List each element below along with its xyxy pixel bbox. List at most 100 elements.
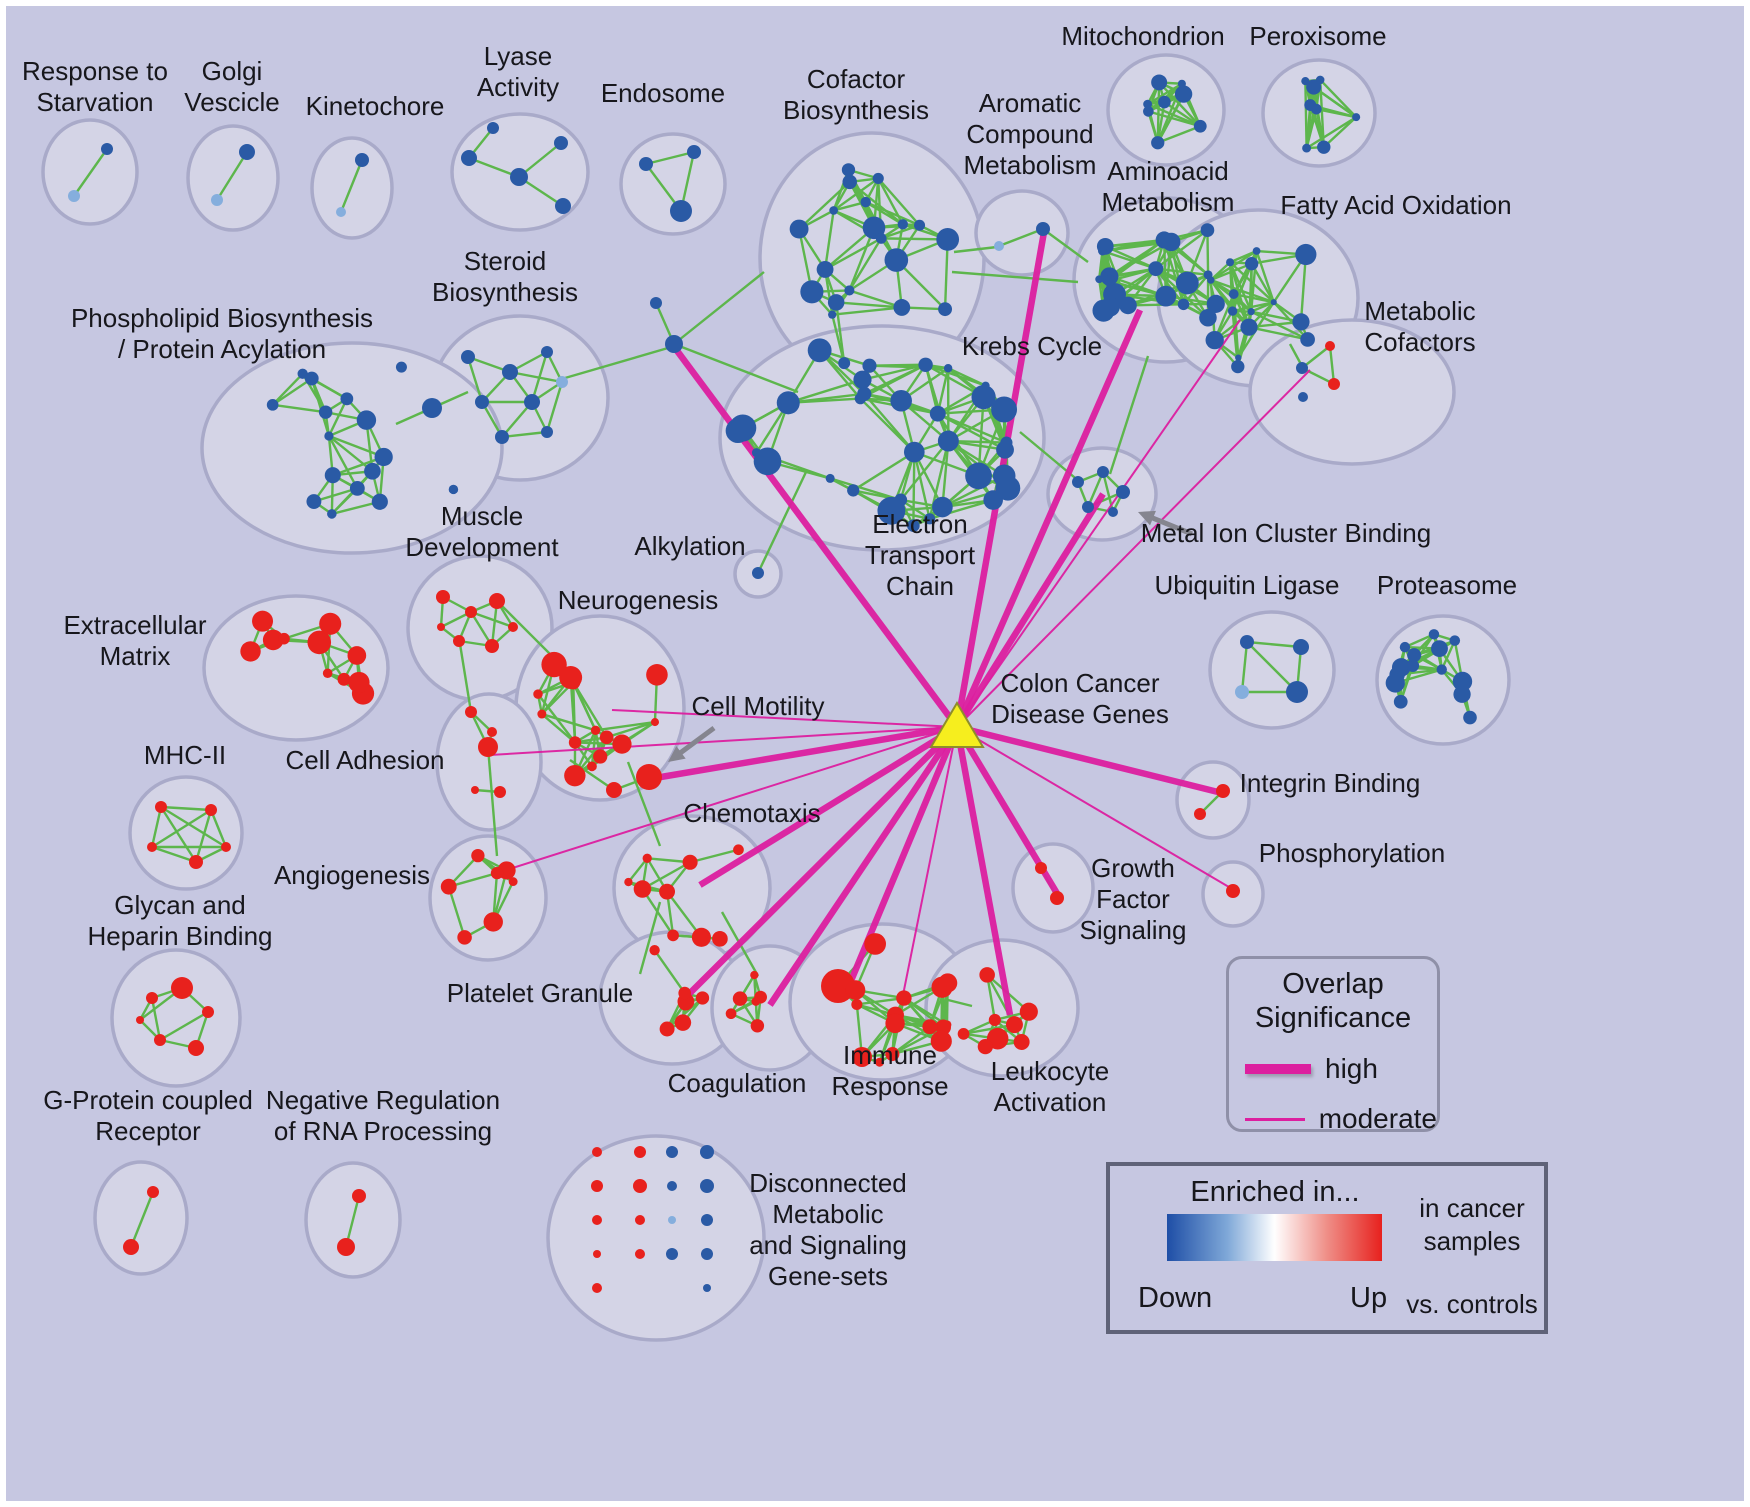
gene-set-node [712,931,728,947]
gene-set-edge [1231,310,1240,358]
gene-set-node [938,302,953,317]
gene-set-node [239,144,255,160]
coexpression-link [953,245,998,254]
gene-set-node [1436,664,1447,675]
gene-set-node [682,854,698,870]
gene-set-node [336,207,346,217]
gene-set-node [1317,140,1331,154]
gene-set-node [996,440,1014,459]
gene-set-node [789,219,809,239]
gene-set-node [68,190,80,202]
gene-set-node [981,381,990,390]
gene-set-node [1228,289,1239,299]
label-peroxisome: Peroxisome [1249,21,1386,51]
coexpression-link [756,471,808,574]
gene-set-node [827,294,845,311]
gene-set-edge [1328,345,1336,385]
gene-set-node [667,929,679,942]
gene-set-edge [1097,250,1104,280]
gene-set-edge [271,377,313,406]
gene-set-node [1103,275,1116,287]
gene-set-node [845,980,866,1000]
gene-set-edge [689,848,739,864]
label-krebs-cycle: Krebs Cycle [962,331,1102,361]
gene-set-node [732,991,748,1006]
overlap-edge-high [954,492,1106,729]
moderate-significance-label: moderate [1318,1103,1437,1134]
label-alkylation: Alkylation [634,531,745,561]
gene-set-node [847,484,860,497]
gene-set-node [340,392,354,406]
gene-set-edge [1255,250,1275,303]
gene-set-node [612,734,632,754]
gene-set-node [1013,1033,1030,1050]
gene-set-edge [1248,326,1308,341]
overlap-legend-title-line1: Overlap [1282,968,1384,1000]
gene-set-node [559,666,583,689]
gene-set-edge [1086,471,1105,508]
gene-set-node [471,848,485,863]
gene-set-edge [877,177,904,225]
overlap-edge-moderate [956,369,1311,728]
gene-set-edge [833,200,867,212]
gene-set-node [483,912,503,932]
gene-set-node [634,1146,646,1158]
gene-set-node [1155,231,1173,249]
gene-set-edge [313,487,358,503]
overlap-edge-moderate [611,709,958,728]
gene-set-node [957,1027,970,1040]
gene-set-node [659,1021,675,1037]
gene-set-node [1286,681,1308,703]
gene-set-edge [271,372,304,406]
gene-set-node [1206,294,1225,313]
cluster-aromatic-compound-metabolism [974,189,1070,277]
gene-set-edge [1206,230,1210,275]
gene-set-node [508,877,518,887]
gene-set-node [1235,685,1249,699]
gene-set-node [1207,276,1215,284]
gene-set-edge [1108,239,1165,282]
gene-set-node [1177,298,1190,311]
annotation-arrowhead [668,746,686,762]
overlap-edge-moderate [499,726,958,873]
gene-set-node [337,672,351,686]
gene-set-node [1175,271,1199,295]
gene-set-node [448,484,459,495]
label-phospholipid-biosynthesis: Phospholipid Biosynthesis/ Protein Acyla… [71,303,373,364]
gene-set-node [1231,359,1245,374]
coexpression-link [1108,355,1150,475]
gene-set-node [1385,673,1405,693]
gene-set-edge [541,713,576,744]
gene-set-node [1296,362,1308,374]
overlap-edge-high [685,724,960,998]
gene-set-node [877,496,906,525]
gene-set-node [465,706,477,718]
gene-set-node [841,163,856,177]
gene-set-node [674,1014,692,1031]
enrichment-note-line3: vs. controls [1406,1289,1538,1319]
gene-set-edge [160,805,212,812]
gene-set-node [171,977,193,999]
gene-set-node [440,878,457,895]
gene-set-node [666,1248,678,1260]
gene-set-node [666,1146,678,1158]
gene-set-node [304,371,319,386]
label-coagulation: Coagulation [668,1068,807,1098]
label-integrin-binding: Integrin Binding [1240,768,1421,798]
gene-set-node [1098,246,1107,256]
gene-set-node [592,1215,602,1225]
gene-set-edge [1305,116,1357,150]
gene-set-node [983,490,1003,510]
gene-set-edge [545,381,564,433]
gene-set-edge [1440,640,1456,671]
gene-set-node [842,174,857,190]
gene-set-node [659,883,676,900]
overlap-edge-moderate [956,319,1241,728]
gene-set-node [838,357,851,370]
gene-set-node [816,261,834,278]
gene-set-node [1097,466,1109,478]
gene-set-node [918,357,933,372]
overlap-significance-legend: Overlap Significance high moderate [1226,956,1440,1134]
gene-set-node [348,671,370,694]
